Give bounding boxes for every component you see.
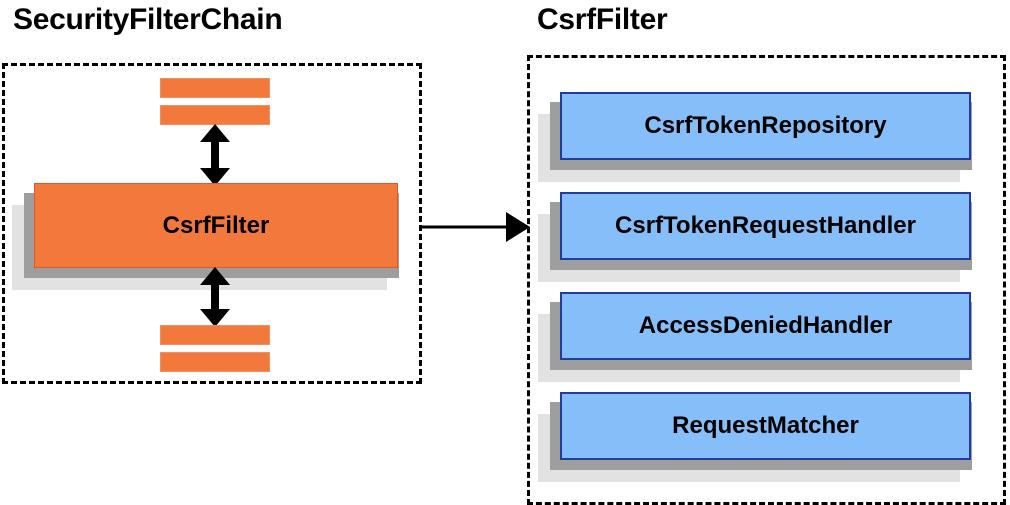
double-arrow-above-icon — [199, 124, 231, 186]
filter-stub-above-2 — [160, 105, 270, 125]
filter-stub-above-1 — [160, 78, 270, 98]
panel-csrf-filter — [527, 55, 1006, 505]
panel-security-filter-chain — [2, 63, 422, 384]
box-csrf-token-repository[interactable]: CsrfTokenRepository — [538, 92, 972, 182]
arrow-head-up-icon — [200, 267, 230, 285]
box-csrf-token-request-handler[interactable]: CsrfTokenRequestHandler — [538, 192, 972, 282]
box-csrf-filter[interactable]: CsrfFilter — [12, 183, 399, 290]
filter-stub-below-2 — [160, 352, 270, 372]
box-label: AccessDeniedHandler — [560, 292, 971, 360]
box-access-denied-handler[interactable]: AccessDeniedHandler — [538, 292, 972, 382]
arrow-stem — [211, 283, 219, 311]
arrow-head-down-icon — [200, 309, 230, 327]
page-title-security-filter-chain: SecurityFilterChain — [13, 3, 283, 36]
box-label: CsrfTokenRequestHandler — [560, 192, 971, 260]
box-label: CsrfTokenRepository — [560, 92, 971, 160]
connector-arrow-icon — [422, 212, 530, 242]
arrow-head-up-icon — [200, 124, 230, 142]
arrow-stem — [211, 140, 219, 170]
arrow-stem — [422, 225, 508, 229]
arrow-head-down-icon — [200, 168, 230, 186]
page-title-csrf-filter: CsrfFilter — [537, 3, 668, 36]
box-label: RequestMatcher — [560, 392, 971, 460]
arrow-head-right-icon — [506, 212, 530, 242]
box-request-matcher[interactable]: RequestMatcher — [538, 392, 972, 482]
filter-stub-below-1 — [160, 325, 270, 345]
box-csrf-filter-label: CsrfFilter — [34, 183, 398, 268]
double-arrow-below-icon — [199, 267, 231, 327]
